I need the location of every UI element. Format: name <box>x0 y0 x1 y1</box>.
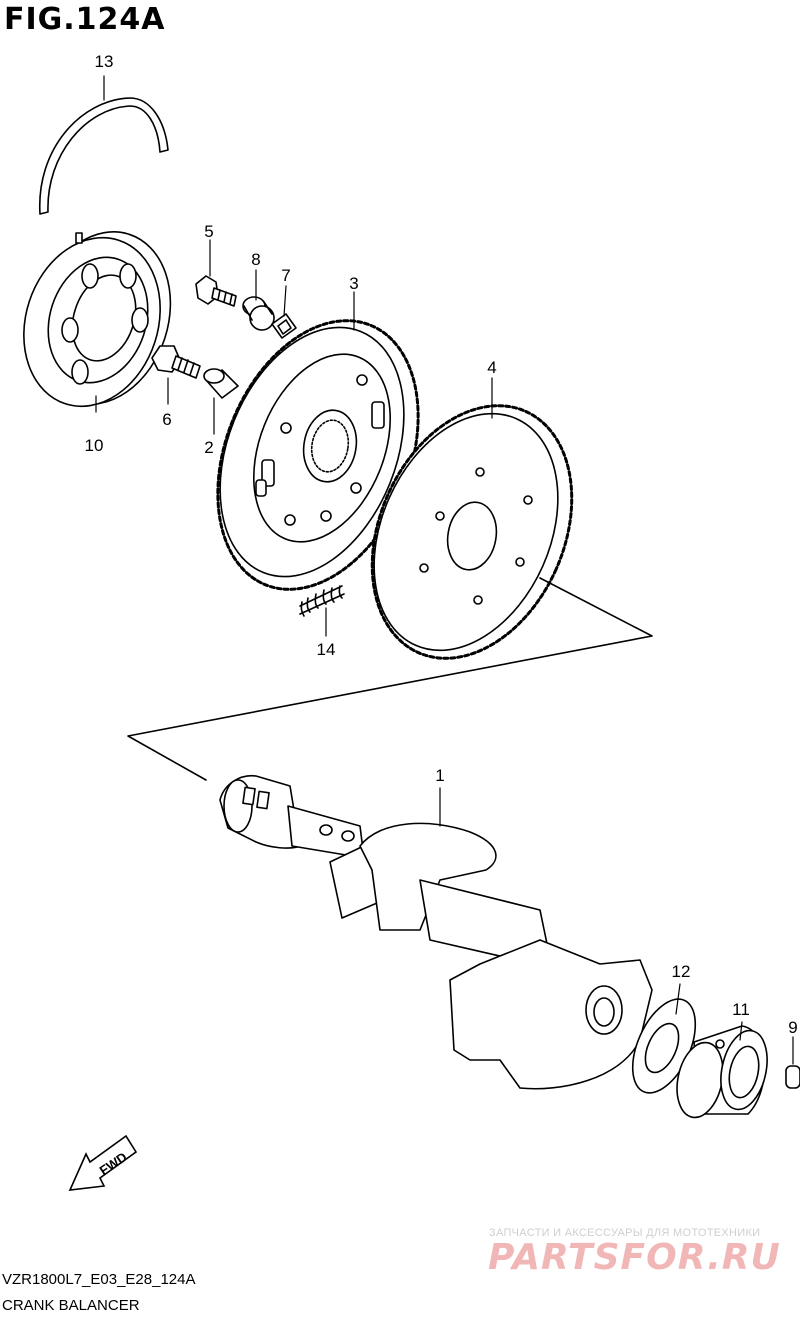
bolt-5 <box>195 275 237 307</box>
callout-14: 14 <box>316 640 336 659</box>
callout-2: 2 <box>204 438 214 457</box>
needle-bearing-11 <box>676 1025 768 1119</box>
balancer-gear-3 <box>216 319 420 591</box>
bushing-8 <box>242 296 275 331</box>
scissor-gear-4 <box>370 404 574 660</box>
figure-title: FIG.124A <box>4 2 166 37</box>
spring-14 <box>299 585 345 617</box>
callout-11: 11 <box>732 1000 750 1019</box>
watermark-brand: PARTSFOR.RU <box>488 1237 781 1278</box>
pin-9 <box>785 1065 800 1089</box>
ball-bearing-10 <box>23 231 172 408</box>
leader-lines <box>95 75 794 1065</box>
watermark-tagline: ЗАПЧАСТИ И АКСЕССУАРЫ ДЛЯ МОТОТЕХНИКИ <box>489 1227 761 1239</box>
bolt-6 <box>151 345 201 379</box>
crankshaft-1 <box>219 775 653 1090</box>
callout-1: 1 <box>435 766 445 785</box>
callout-8: 8 <box>251 250 261 269</box>
lock-plate-7 <box>271 313 297 339</box>
callout-12: 12 <box>671 962 691 981</box>
callout-5: 5 <box>204 222 214 241</box>
figure-code: VZR1800L7_E03_E28_124A <box>2 1271 196 1288</box>
callout-9: 9 <box>788 1018 798 1037</box>
callout-13: 13 <box>94 52 114 71</box>
fwd-arrow-icon: FWD <box>68 1134 138 1191</box>
callout-3: 3 <box>349 274 359 293</box>
callout-6: 6 <box>162 410 172 429</box>
dowel-pin-2 <box>203 368 239 399</box>
snap-ring-13 <box>39 97 169 215</box>
assembly-guide-lines <box>127 577 653 781</box>
callout-7: 7 <box>281 266 291 285</box>
callout-4: 4 <box>487 358 497 377</box>
callout-10: 10 <box>84 436 104 455</box>
figure-name: CRANK BALANCER <box>2 1297 140 1314</box>
